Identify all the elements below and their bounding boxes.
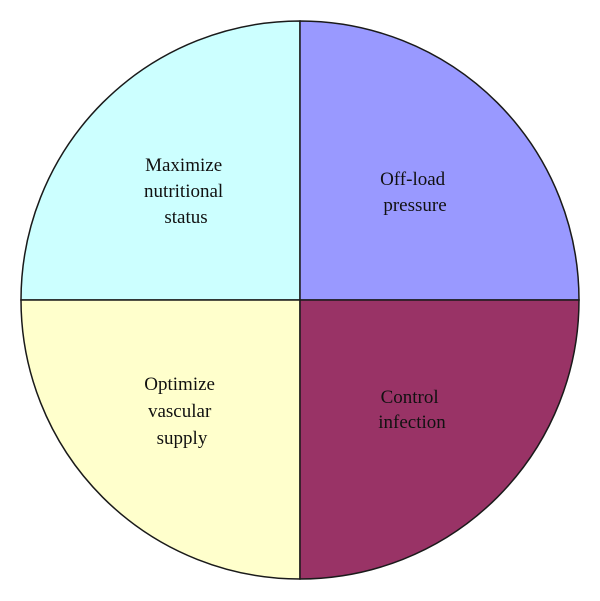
- label-line: infection: [378, 412, 446, 433]
- label-line: vascular: [148, 401, 212, 422]
- quadrant-top-right: [299, 20, 580, 301]
- label-line: supply: [157, 428, 208, 449]
- label-line: status: [164, 207, 207, 228]
- label-line: Maximize: [145, 155, 222, 176]
- quadrant-bottom-right-label: Control infection: [378, 387, 446, 433]
- quadrant-bottom-left: [20, 299, 301, 580]
- label-line: Off-load: [380, 169, 446, 190]
- quadrant-bottom-left-label: Optimize vascular supply: [144, 374, 219, 449]
- quadrant-bottom-right: [299, 299, 580, 580]
- quadrant-top-right-label: Off-load pressure: [380, 169, 450, 216]
- quadrant-top-left: [20, 20, 301, 301]
- label-line: Optimize: [144, 374, 215, 395]
- label-line: pressure: [383, 195, 446, 216]
- label-line: Control: [381, 387, 439, 408]
- quadrant-top-left-label: Maximize nutritional status: [144, 155, 228, 228]
- label-line: nutritional: [144, 181, 223, 202]
